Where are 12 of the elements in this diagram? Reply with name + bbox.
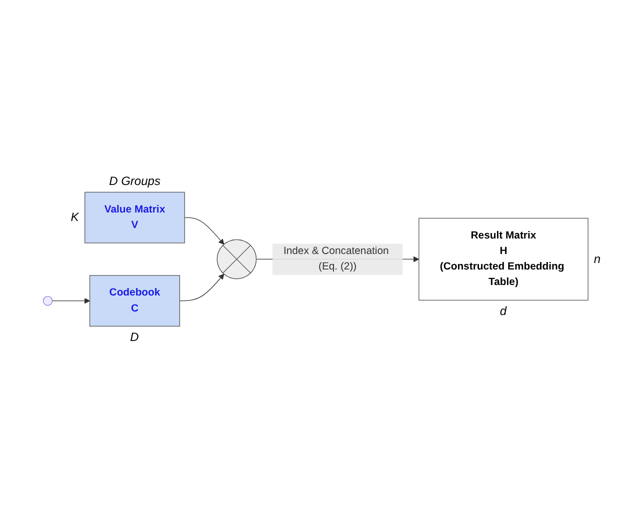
arrow (179, 274, 224, 301)
node-box: Result Matrix H (Constructed Embedding Table) (418, 218, 588, 300)
arrow (52, 298, 90, 304)
dimension-label: K (70, 210, 79, 224)
edge-label: Index & Concatenation (Eq. (2)) (283, 245, 389, 272)
dimension-label: d (500, 304, 507, 318)
dimension-label: D Groups (109, 174, 160, 188)
node-box: Value Matrix V (84, 192, 185, 244)
dimension-label: D (130, 330, 139, 344)
arrow (184, 217, 224, 244)
dimension-label: n (594, 252, 601, 266)
node-box: Codebook C (89, 274, 180, 326)
